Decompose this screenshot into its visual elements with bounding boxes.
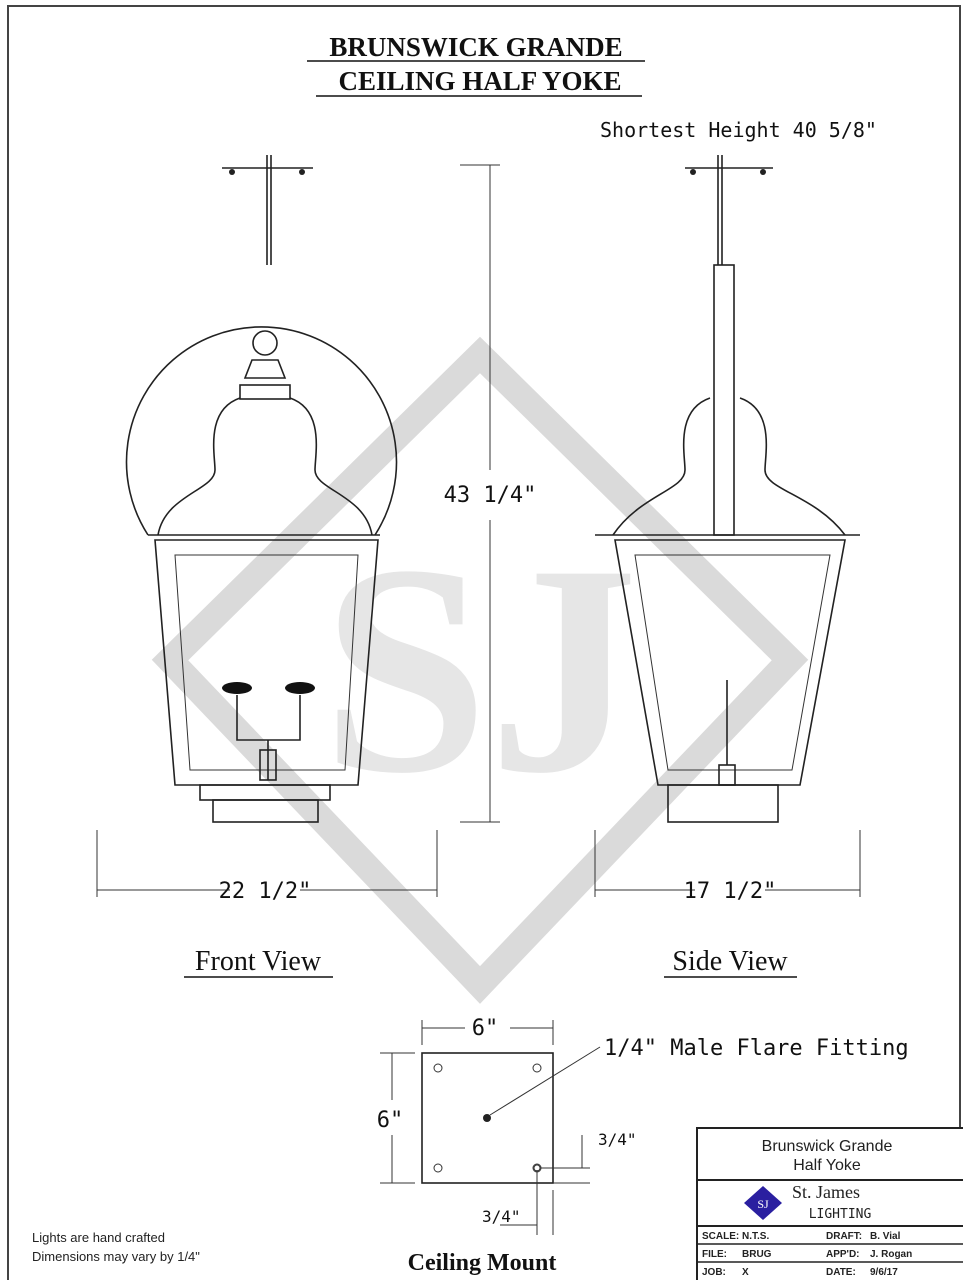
side-view-label: Side View (672, 946, 788, 977)
ceiling-mount-label: Ceiling Mount (408, 1250, 557, 1276)
svg-text:LIGHTING: LIGHTING (809, 1207, 872, 1222)
date-label: DATE: (826, 1267, 856, 1278)
note-hand-crafted: Lights are hand crafted (32, 1230, 165, 1245)
svg-text:SJ: SJ (322, 503, 639, 835)
svg-text:Brunswick Grande: Brunswick Grande (762, 1138, 893, 1155)
svg-text:6": 6" (377, 1108, 404, 1133)
front-width-dimension: 22 1/2" (96, 830, 438, 904)
svg-text:BRUG: BRUG (742, 1249, 772, 1260)
svg-text:B. Vial: B. Vial (870, 1231, 901, 1242)
svg-text:17 1/2": 17 1/2" (684, 879, 777, 904)
title-line-1: BRUNSWICK GRANDE (329, 32, 622, 62)
svg-text:J. Rogan: J. Rogan (870, 1249, 912, 1260)
note-dimensions: Dimensions may vary by 1/4" (32, 1249, 200, 1264)
svg-text:APP'D:: APP'D: (826, 1249, 860, 1260)
title-line-2: CEILING HALF YOKE (338, 66, 621, 96)
svg-text:22 1/2": 22 1/2" (219, 879, 312, 904)
svg-text:Half Yoke: Half Yoke (793, 1157, 861, 1174)
svg-text:3/4": 3/4" (482, 1207, 521, 1226)
svg-text:SJ: SJ (757, 1197, 769, 1211)
sheet-border (7, 5, 961, 1280)
height-dimension: 43 1/4" (444, 164, 537, 823)
shortest-height-label: Shortest Height 40 5/8" (600, 118, 877, 142)
svg-text:N.T.S.: N.T.S. (742, 1231, 769, 1242)
job-value: X (742, 1267, 749, 1278)
date-value: 9/6/17 (870, 1267, 898, 1278)
side-view-drawing (595, 155, 860, 823)
side-width-dimension: 17 1/2" (594, 830, 861, 904)
job-label: JOB: (702, 1267, 726, 1278)
svg-text:3/4": 3/4" (598, 1130, 637, 1149)
svg-text:43 1/4": 43 1/4" (444, 483, 537, 508)
svg-text:St. James: St. James (792, 1182, 860, 1202)
svg-text:FILE:: FILE: (702, 1249, 727, 1260)
svg-text:6": 6" (472, 1016, 499, 1041)
front-view-label: Front View (195, 946, 322, 977)
watermark-logo: SJ (151, 336, 809, 1004)
company-logo (744, 1186, 782, 1220)
front-view-drawing (125, 155, 398, 823)
svg-text:SCALE:: SCALE: (702, 1231, 739, 1242)
fitting-label: 1/4" Male Flare Fitting (604, 1036, 909, 1061)
ceiling-mount-drawing: 6" 6" 3/4" 3/4" (377, 1016, 637, 1235)
svg-text:DRAFT:: DRAFT: (826, 1231, 862, 1242)
title-block: Brunswick Grande Half Yoke SJ St. James … (696, 1127, 963, 1280)
